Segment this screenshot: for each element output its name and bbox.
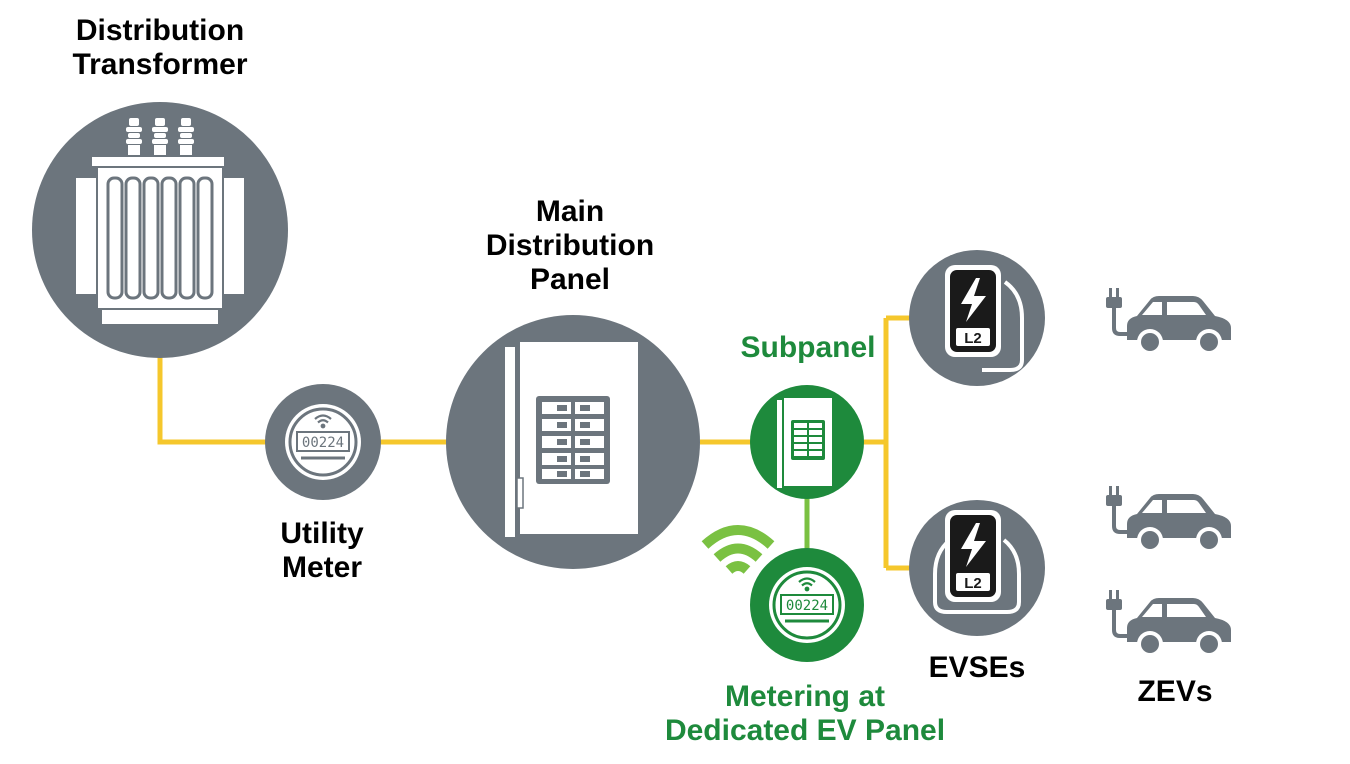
label-ev-metering: Metering at Dedicated EV Panel (664, 680, 946, 747)
label-utility-meter: Utility Meter (280, 517, 364, 584)
main-panel-node (446, 315, 700, 569)
electric-meter-icon (769, 567, 845, 643)
transformer-fins (106, 176, 214, 300)
bushing-right (178, 118, 194, 155)
electric-meter-icon (285, 404, 361, 480)
ev-meter-node: 00224 (750, 548, 864, 662)
ev-meter-reading: 00224 (786, 598, 828, 614)
utility-meter-node: 00224 (265, 384, 381, 500)
evse-badge-top: L2 (964, 330, 982, 347)
label-main-panel: Main Distribution Panel (485, 195, 655, 296)
evse-node-top: L2 (909, 250, 1045, 386)
breaker-panel-icon (777, 398, 832, 488)
transformer-node (32, 102, 288, 358)
electric-car-icon (1104, 286, 1233, 357)
wire-subpanel-to-evses (862, 315, 918, 571)
wifi-icon (701, 525, 775, 574)
utility-meter-reading: 00224 (302, 435, 344, 451)
wire-transformer-to-meter (157, 355, 268, 445)
wires (157, 315, 918, 571)
breaker-panel-icon (505, 342, 638, 537)
evse-badge-bottom: L2 (964, 575, 982, 592)
label-evses: EVSEs (928, 651, 1026, 684)
meter-wifi-icon (314, 414, 332, 429)
meter-wifi-icon (798, 577, 816, 592)
label-subpanel: Subpanel (740, 331, 876, 364)
bushing-center (152, 118, 168, 155)
bushing-left (126, 118, 142, 155)
label-zevs: ZEVs (1137, 675, 1213, 708)
evse-node-bottom: L2 (909, 500, 1045, 636)
subpanel-node (750, 385, 864, 499)
ev-charger-icon (945, 265, 1024, 372)
transformer-icon (76, 118, 244, 324)
ev-charger-icon (933, 510, 1021, 614)
electric-car-icon (1104, 588, 1233, 659)
electric-car-icon (1104, 484, 1233, 555)
label-transformer: Distribution Transformer (72, 14, 248, 81)
